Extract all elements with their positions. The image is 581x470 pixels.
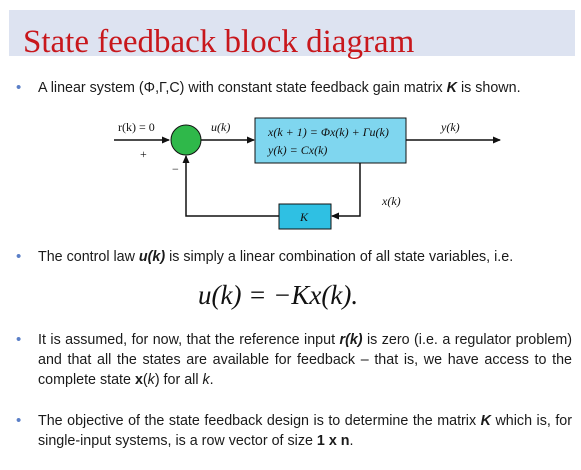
output-equation: y(k) = Cx(k): [267, 143, 327, 157]
bullet-design-objective: • The objective of the state feedback de…: [16, 412, 573, 449]
bullet-emphasis: r(k): [339, 332, 363, 348]
control-label: u(k): [211, 120, 230, 134]
bullet-text: which is, for single-input systems, is a…: [38, 413, 573, 449]
reference-label: r(k) = 0: [118, 120, 155, 134]
gain-block: [278, 203, 332, 230]
state-equation: x(k + 1) = Φx(k) + Γu(k): [267, 125, 389, 139]
bullet-text: is zero (i.e. a regulator problem) and t…: [38, 332, 573, 388]
bullet-text: It is assumed, for now, that the referen…: [38, 332, 340, 348]
bullet-emphasis: x: [134, 372, 143, 388]
bullet-control-law: • The control law u(k) is simply a linea…: [16, 247, 572, 267]
bullet-text: The objective of the state feedback desi…: [38, 413, 481, 429]
bullet-text: The control law: [38, 249, 139, 265]
bullet-emphasis: K: [480, 413, 491, 429]
state-label: x(k): [381, 194, 401, 208]
minus-sign: −: [172, 162, 179, 176]
bullet-emphasis: K: [446, 80, 457, 96]
bullet-emphasis: u(k): [138, 249, 166, 265]
bullet-text: is shown.: [456, 80, 521, 96]
bullet-text: is simply a linear combination of all st…: [165, 249, 514, 265]
control-law-equation: u(k) = −Kx(k).: [198, 280, 359, 310]
bullet-dot-icon: •: [16, 79, 22, 96]
feedback-return-line: [182, 155, 279, 217]
gain-label: K: [299, 210, 309, 224]
bullet-dot-icon: •: [16, 412, 22, 429]
plus-sign: +: [140, 147, 147, 161]
plant-block: [254, 117, 407, 164]
block-diagram: r(k) = 0 + − u(k) x(k + 1) = Φx(k) + Γu(…: [114, 117, 501, 230]
bullet-dot-icon: •: [16, 248, 22, 265]
state-feedback-line: [331, 163, 361, 220]
bullet-system-description: • A linear system (Φ,Γ,C) with constant …: [16, 78, 572, 98]
title-bar: State feedback block diagram: [9, 10, 575, 60]
bullet-dot-icon: •: [16, 331, 22, 348]
bullet-assumptions: • It is assumed, for now, that the refer…: [16, 331, 573, 388]
output-label: y(k): [440, 120, 460, 134]
slide-title: State feedback block diagram: [23, 24, 415, 60]
summing-junction: [170, 124, 202, 156]
bullet-emphasis: 1 x n: [316, 433, 350, 449]
bullet-text: A linear system (Φ,Γ,C) with constant st…: [38, 80, 447, 96]
